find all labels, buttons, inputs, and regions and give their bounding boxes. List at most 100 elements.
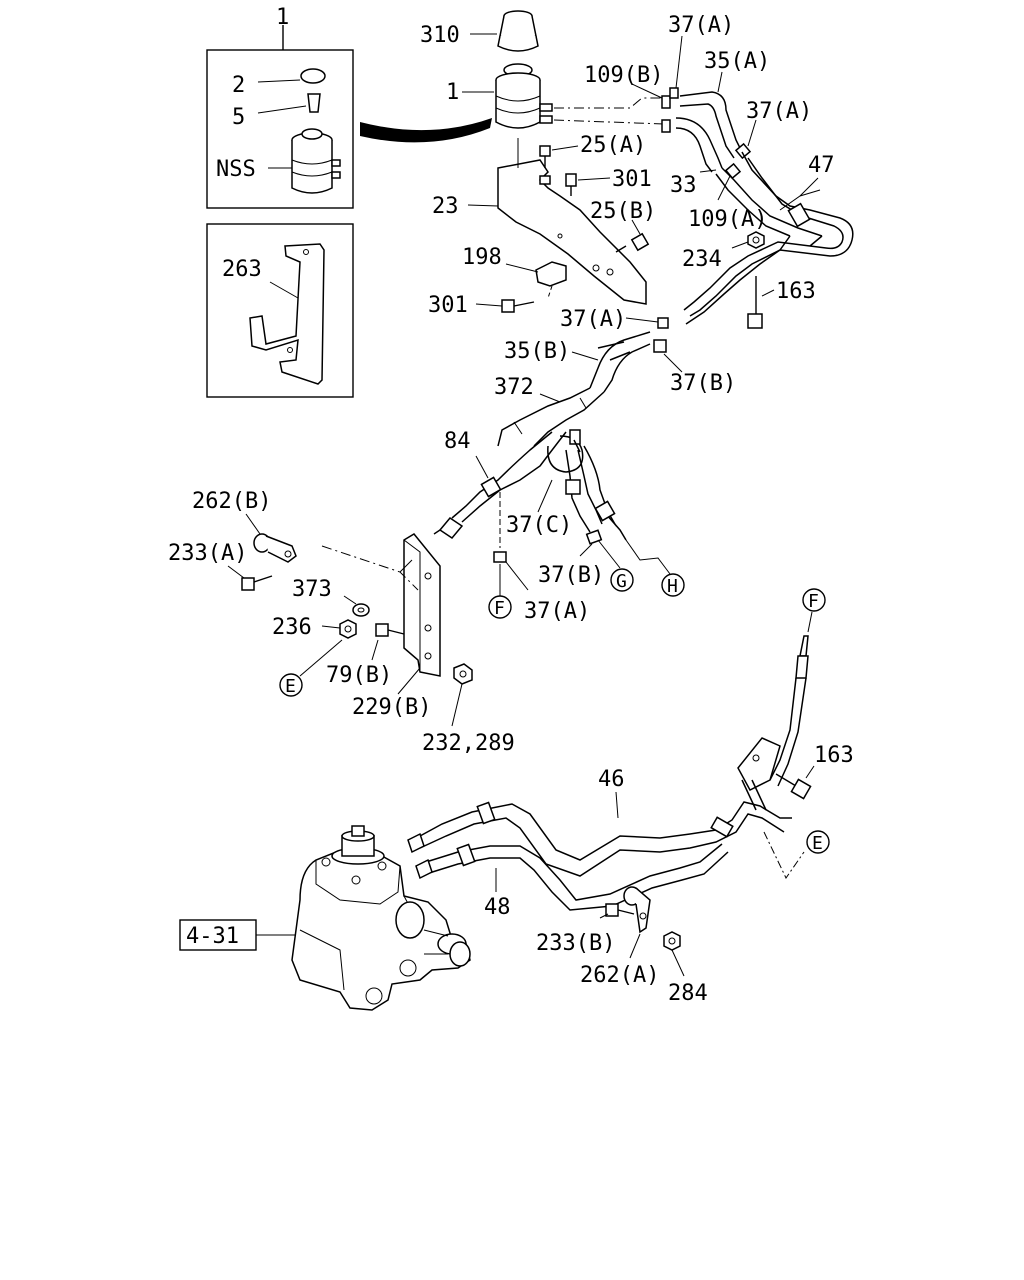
- label-37c: 37(C): [506, 513, 572, 538]
- bolt-233b: [605, 903, 635, 917]
- label-263: 263: [222, 257, 262, 282]
- clamp-109b: [661, 95, 671, 133]
- clip-262a: [623, 886, 651, 934]
- ref-f-letter-lower: F: [808, 591, 819, 612]
- ref-box-4-31: 4-31: [179, 919, 296, 951]
- fitting-48: [415, 858, 433, 880]
- hose-372: [497, 387, 605, 447]
- cap-part: [300, 68, 326, 84]
- clamp-37a-mid: [657, 317, 669, 329]
- label-301-top: 301: [612, 167, 652, 192]
- nut-236: [339, 619, 357, 639]
- pipe-47: [683, 151, 854, 325]
- label-37b-upper: 37(B): [670, 371, 736, 396]
- label-2: 2: [232, 73, 245, 98]
- ref-f-marker-lower: F: [802, 588, 826, 633]
- pipe-46: [419, 779, 792, 877]
- label-310: 310: [420, 23, 460, 48]
- inset-reservoir-kit: 1 2 5 NSS: [206, 5, 354, 209]
- bolt-163-upper: [747, 276, 763, 329]
- clamp-37c: [547, 429, 584, 473]
- hose-33: [675, 117, 723, 169]
- hose-35b: [589, 331, 651, 393]
- label-37a-mid: 37(A): [560, 307, 626, 332]
- ref-e-marker-lower: E: [806, 830, 830, 854]
- label-262a: 262(A): [580, 963, 659, 988]
- label-372: 372: [494, 375, 534, 400]
- label-25a: 25(A): [580, 133, 646, 158]
- bolt-25b: [615, 232, 650, 253]
- nut-284: [663, 931, 681, 951]
- reservoir-cap-310: [497, 10, 539, 52]
- label-35b: 35(B): [504, 339, 570, 364]
- bracket-lower: [737, 737, 781, 791]
- label-35a: 35(A): [704, 49, 770, 74]
- label-37b-lower: 37(B): [538, 563, 604, 588]
- clip-262b: [253, 533, 297, 563]
- label-198: 198: [462, 245, 502, 270]
- label-234: 234: [682, 247, 722, 272]
- label-301-lower: 301: [428, 293, 468, 318]
- label-284: 284: [668, 981, 708, 1006]
- nut-234: [747, 231, 765, 249]
- label-37a-top: 37(A): [668, 13, 734, 38]
- bracket-263-part: [249, 243, 325, 385]
- bolt-233a: [241, 575, 273, 591]
- ref-f-marker-upper: F: [488, 564, 512, 619]
- label-23: 23: [432, 194, 459, 219]
- label-1: 1: [446, 80, 459, 105]
- reservoir-tank: [495, 63, 553, 129]
- ref-e-letter-upper: E: [285, 676, 296, 697]
- label-79b: 79(B): [326, 663, 392, 688]
- label-48: 48: [484, 895, 511, 920]
- label-4-31: 4-31: [186, 924, 239, 949]
- clamp-109a: [724, 162, 742, 180]
- label-46: 46: [598, 767, 625, 792]
- label-233a: 233(A): [168, 541, 247, 566]
- label-1-kit: 1: [276, 5, 289, 30]
- ref-h-letter: H: [667, 576, 678, 597]
- clamp-37a-lower: [493, 551, 507, 563]
- label-nss: NSS: [216, 157, 256, 182]
- clamp-37a-right: [734, 142, 752, 160]
- ref-f-letter-upper: F: [494, 598, 505, 619]
- ref-e-marker-upper: E: [279, 639, 343, 697]
- label-47: 47: [808, 153, 835, 178]
- label-232-289: 232,289: [422, 731, 515, 756]
- bolt-301-top: [565, 173, 577, 196]
- bolt-163-lower: [775, 773, 812, 800]
- label-37a-lower: 37(A): [524, 599, 590, 624]
- clip-198: [535, 261, 567, 287]
- callout-arrow: [360, 118, 492, 143]
- hose-branch-h: [573, 439, 627, 541]
- label-373: 373: [292, 577, 332, 602]
- label-84: 84: [444, 429, 471, 454]
- label-163-upper: 163: [776, 279, 816, 304]
- label-37a-right: 37(A): [746, 99, 812, 124]
- steering-gear-box: [291, 825, 471, 1011]
- hose-84: [433, 431, 567, 539]
- pipe-vertical: [769, 635, 809, 787]
- nut-232-289: [453, 663, 473, 685]
- label-109a: 109(A): [688, 207, 767, 232]
- ref-g-marker: G: [597, 539, 634, 592]
- bolt-79b: [375, 623, 405, 637]
- washer-373: [352, 603, 370, 617]
- label-262b: 262(B): [192, 489, 271, 514]
- strainer-part: [307, 93, 321, 113]
- label-25b: 25(B): [590, 199, 656, 224]
- ref-e-letter-lower: E: [812, 833, 823, 854]
- hose-35a: [679, 91, 743, 153]
- label-233b: 233(B): [536, 931, 615, 956]
- ref-g-letter: G: [616, 571, 627, 592]
- bracket-23: [497, 138, 647, 305]
- label-5: 5: [232, 105, 245, 130]
- bolt-301-lower: [501, 299, 535, 313]
- reservoir-tank-nss: [291, 128, 341, 194]
- bolt-25a: [539, 145, 551, 168]
- ref-h-marker: H: [625, 539, 685, 597]
- pipe-48: [425, 843, 729, 911]
- hose-branch-g: [565, 449, 603, 533]
- clamp-37b-upper: [653, 339, 667, 353]
- inset-bracket: 263: [206, 223, 354, 398]
